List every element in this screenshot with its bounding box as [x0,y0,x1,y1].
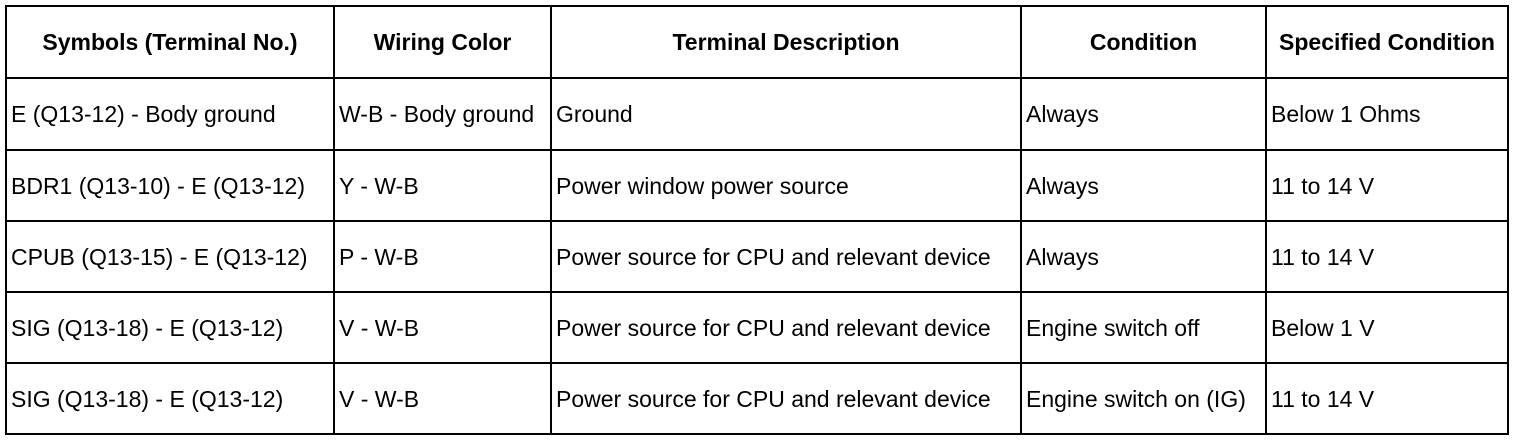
header-symbols: Symbols (Terminal No.) [5,5,335,79]
cell-condition: Always [1020,77,1267,151]
cell-terminal-description: Power source for CPU and relevant device [550,220,1022,293]
header-wiring-color: Wiring Color [333,5,552,79]
cell-condition: Always [1020,220,1267,293]
cell-wiring-color: W-B - Body ground [333,77,552,151]
cell-wiring-color: V - W-B [333,291,552,364]
cell-symbols: E (Q13-12) - Body ground [5,77,335,151]
cell-terminal-description: Power source for CPU and relevant device [550,291,1022,364]
cell-specified-condition: 11 to 14 V [1265,149,1509,222]
cell-condition: Always [1020,149,1267,222]
table-row: SIG (Q13-18) - E (Q13-12) V - W-B Power … [5,362,1509,435]
cell-specified-condition: 11 to 14 V [1265,362,1509,435]
cell-specified-condition: 11 to 14 V [1265,220,1509,293]
table-header-row: Symbols (Terminal No.) Wiring Color Term… [5,5,1509,79]
cell-symbols: BDR1 (Q13-10) - E (Q13-12) [5,149,335,222]
header-condition: Condition [1020,5,1267,79]
cell-terminal-description: Power window power source [550,149,1022,222]
header-terminal-description: Terminal Description [550,5,1022,79]
table-row: E (Q13-12) - Body ground W-B - Body grou… [5,77,1509,151]
cell-symbols: CPUB (Q13-15) - E (Q13-12) [5,220,335,293]
cell-symbols: SIG (Q13-18) - E (Q13-12) [5,291,335,364]
cell-wiring-color: V - W-B [333,362,552,435]
cell-terminal-description: Ground [550,77,1022,151]
cell-condition: Engine switch off [1020,291,1267,364]
table-row: CPUB (Q13-15) - E (Q13-12) P - W-B Power… [5,220,1509,293]
header-specified-condition: Specified Condition [1265,5,1509,79]
cell-specified-condition: Below 1 V [1265,291,1509,364]
cell-condition: Engine switch on (IG) [1020,362,1267,435]
table-row: BDR1 (Q13-10) - E (Q13-12) Y - W-B Power… [5,149,1509,222]
terminal-spec-table: Symbols (Terminal No.) Wiring Color Term… [5,5,1509,435]
table-row: SIG (Q13-18) - E (Q13-12) V - W-B Power … [5,291,1509,364]
cell-symbols: SIG (Q13-18) - E (Q13-12) [5,362,335,435]
cell-specified-condition: Below 1 Ohms [1265,77,1509,151]
cell-wiring-color: P - W-B [333,220,552,293]
cell-terminal-description: Power source for CPU and relevant device [550,362,1022,435]
cell-wiring-color: Y - W-B [333,149,552,222]
